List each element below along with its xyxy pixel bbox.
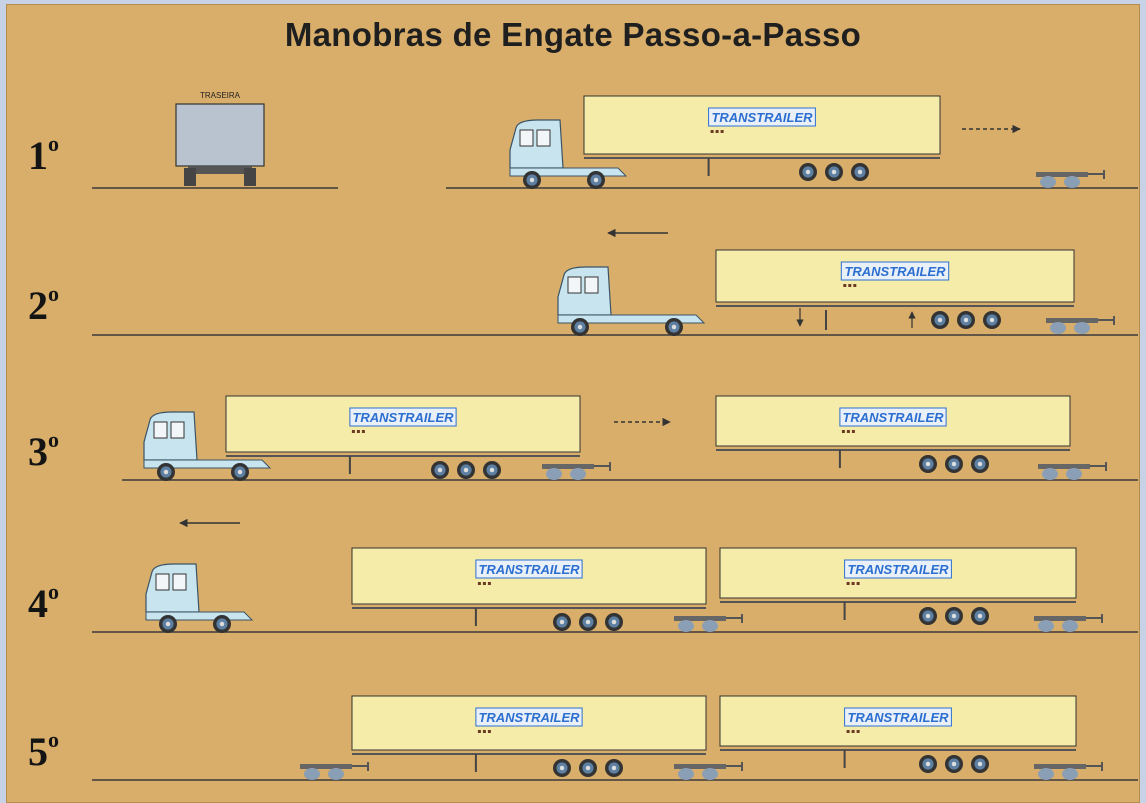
cab-window [584, 276, 599, 294]
cab-window [536, 129, 551, 147]
dolly-icon [542, 462, 611, 480]
trailer-box: TRANSTRAILER [225, 395, 581, 479]
wheel [678, 768, 694, 780]
wheel [678, 620, 694, 632]
rear-view-trailer: TRASEIRA [175, 91, 265, 186]
brand-text: TRANSTRAILER [842, 410, 944, 425]
brand-logo [839, 407, 947, 427]
truck-cab-icon [143, 411, 272, 481]
brand-logo [349, 407, 457, 427]
brand-logo [844, 707, 952, 727]
wheel [304, 768, 320, 780]
step-label-4: 4o [28, 578, 59, 626]
wheel [1062, 768, 1078, 780]
cab-window [170, 421, 185, 439]
rear-view-label: TRASEIRA [200, 91, 241, 100]
dolly-icon [1046, 316, 1115, 334]
cab-window [567, 276, 582, 294]
dolly-icon [674, 614, 743, 632]
step-label-2: 2o [28, 280, 59, 328]
step-label-1: 1o [28, 130, 59, 178]
dolly-icon [1038, 462, 1107, 480]
step-label-5: 5o [28, 726, 59, 774]
wheel [702, 768, 718, 780]
wheel [1074, 322, 1090, 334]
trailer-box: TRANSTRAILER [719, 547, 1077, 625]
trailer-box: TRANSTRAILER [715, 395, 1071, 473]
wheel [1050, 322, 1066, 334]
wheel [328, 768, 344, 780]
wheel [1038, 620, 1054, 632]
brand-logo [708, 107, 816, 127]
brand-text: TRANSTRAILER [478, 710, 580, 725]
truck-cab-icon [509, 119, 628, 189]
wheel [570, 468, 586, 480]
trailer-box: TRANSTRAILER [719, 695, 1077, 773]
wheel [244, 168, 256, 186]
trailer-box: TRANSTRAILER [583, 95, 941, 181]
cab-window [153, 421, 168, 439]
brand-logo [844, 559, 952, 579]
brand-text: TRANSTRAILER [844, 264, 946, 279]
cab-window [519, 129, 534, 147]
trailer-box: TRANSTRAILER [715, 249, 1075, 329]
brand-text: TRANSTRAILER [847, 562, 949, 577]
truck-cab-icon [145, 563, 254, 633]
wheel [1066, 468, 1082, 480]
wheel [1042, 468, 1058, 480]
step-label-3: 3o [28, 426, 59, 474]
trailer-box: TRANSTRAILER [351, 695, 707, 777]
brand-logo [475, 707, 583, 727]
dolly-icon [1034, 614, 1103, 632]
dolly-icon [300, 762, 369, 780]
wheel [702, 620, 718, 632]
truck-cab-icon [557, 266, 706, 336]
dolly-icon [1036, 170, 1105, 188]
brand-text: TRANSTRAILER [478, 562, 580, 577]
brand-logo [475, 559, 583, 579]
wheel [1062, 620, 1078, 632]
dolly-icon [1034, 762, 1103, 780]
brand-logo [840, 261, 950, 281]
cab-window [155, 573, 170, 591]
wheel [1038, 768, 1054, 780]
wheel [184, 168, 196, 186]
cab-window [172, 573, 187, 591]
wheel [546, 468, 562, 480]
trailer-box: TRANSTRAILER [351, 547, 707, 631]
wheel [1064, 176, 1080, 188]
brand-text: TRANSTRAILER [352, 410, 454, 425]
brand-text: TRANSTRAILER [711, 110, 813, 125]
wheel [1040, 176, 1056, 188]
brand-text: TRANSTRAILER [847, 710, 949, 725]
dolly-icon [674, 762, 743, 780]
page-title: Manobras de Engate Passo-a-Passo [284, 16, 862, 53]
